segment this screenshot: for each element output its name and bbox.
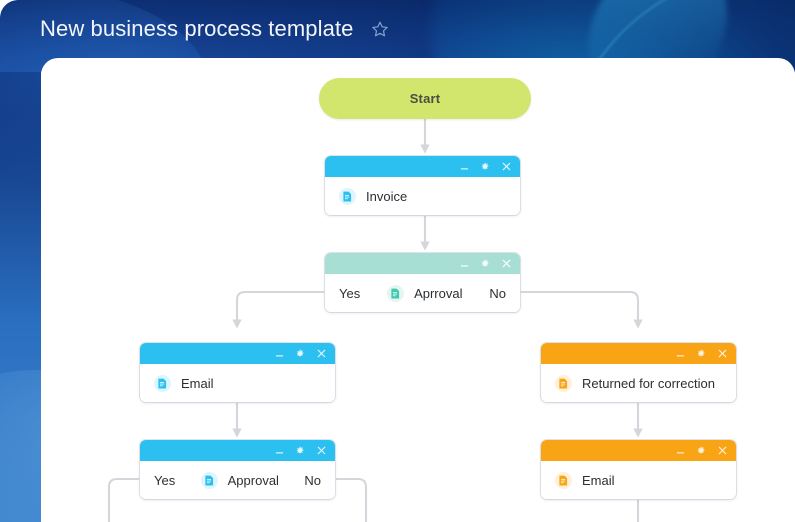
node-approval-1-body: Yes Aprroval No [325, 274, 520, 312]
connector-layer [107, 119, 643, 522]
node-start[interactable]: Start [319, 78, 531, 119]
minimize-icon[interactable] [675, 445, 685, 456]
minimize-icon[interactable] [274, 348, 284, 359]
gear-icon[interactable] [295, 445, 305, 456]
node-approval-2[interactable]: Yes Approval No [140, 440, 335, 499]
edge-approval2-yes [107, 477, 140, 522]
close-icon[interactable] [501, 258, 511, 269]
close-icon[interactable] [316, 445, 326, 456]
edge-approval-yes-email [232, 290, 325, 329]
gear-icon[interactable] [480, 258, 490, 269]
node-approval-1-titlebar [325, 253, 520, 274]
node-returned-titlebar [541, 343, 736, 364]
document-icon [555, 374, 572, 392]
close-icon[interactable] [717, 348, 727, 359]
node-email-right[interactable]: Email [541, 440, 736, 499]
node-invoice-titlebar [325, 156, 520, 177]
node-invoice-label: Invoice [366, 188, 408, 204]
diagram-canvas[interactable]: Start [41, 58, 795, 522]
node-approval-2-titlebar [140, 440, 335, 461]
node-email-right-body: Email [541, 461, 736, 499]
node-returned-body: Returned for correction [541, 364, 736, 402]
star-outline-icon[interactable] [370, 19, 390, 39]
close-icon[interactable] [316, 348, 326, 359]
document-icon [200, 471, 218, 489]
branch-label-no: No [489, 285, 506, 301]
node-email-right-label: Email [582, 472, 615, 488]
node-approval-1[interactable]: Yes Aprroval No [325, 253, 520, 312]
node-invoice-body: Invoice [325, 177, 520, 215]
gear-icon[interactable] [696, 445, 706, 456]
gear-icon[interactable] [295, 348, 305, 359]
node-invoice[interactable]: Invoice [325, 156, 520, 215]
node-email-left-body: Email [140, 364, 335, 402]
node-start-label: Start [409, 91, 441, 106]
document-icon [154, 374, 171, 392]
node-approval-2-body: Yes Approval No [140, 461, 335, 499]
minimize-icon[interactable] [274, 445, 284, 456]
node-email-right-titlebar [541, 440, 736, 461]
branch-label-no: No [304, 472, 321, 488]
node-returned-label: Returned for correction [582, 375, 715, 391]
document-icon [555, 471, 572, 489]
close-icon[interactable] [501, 161, 511, 172]
branch-label-yes: Yes [339, 285, 361, 301]
node-approval-2-label: Approval [227, 472, 279, 488]
header-bar: New business process template [0, 0, 795, 58]
document-icon [387, 284, 405, 302]
edge-approval-no-returned [520, 290, 643, 329]
edge-approval2-no [335, 477, 368, 522]
node-email-left-label: Email [181, 375, 214, 391]
node-email-left-titlebar [140, 343, 335, 364]
minimize-icon[interactable] [459, 258, 469, 269]
close-icon[interactable] [717, 445, 727, 456]
gear-icon[interactable] [480, 161, 490, 172]
node-approval-1-label: Aprroval [414, 285, 463, 301]
minimize-icon[interactable] [675, 348, 685, 359]
minimize-icon[interactable] [459, 161, 469, 172]
node-returned-for-correction[interactable]: Returned for correction [541, 343, 736, 402]
node-email-left[interactable]: Email [140, 343, 335, 402]
gear-icon[interactable] [696, 348, 706, 359]
page-title: New business process template [40, 16, 354, 41]
branch-label-yes: Yes [154, 472, 176, 488]
document-icon [339, 187, 356, 205]
